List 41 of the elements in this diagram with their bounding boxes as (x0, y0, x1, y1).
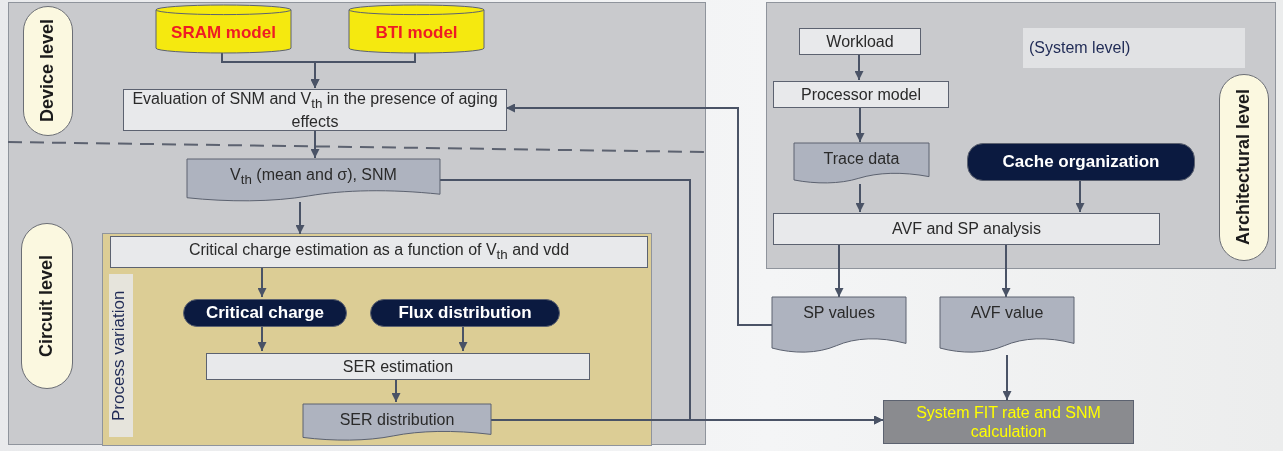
arrow (855, 183, 865, 213)
arrow (458, 324, 468, 352)
arrow (438, 179, 884, 425)
document-shape: V$_{th}$ (mean and σ), SNM (187, 159, 440, 203)
terminal-pill: Flux distribution (370, 299, 560, 327)
arrow (854, 53, 864, 81)
terminal-pill: Critical charge (183, 299, 347, 327)
process-box: SER estimation (206, 353, 590, 380)
document-shape: SER distribution (303, 404, 491, 442)
arrow (834, 243, 844, 298)
arrow (1075, 179, 1085, 213)
terminal-pill: Cache organization (967, 143, 1195, 181)
model-cylinder: SRAM model (156, 5, 291, 53)
arrow (310, 51, 416, 89)
document-shape: AVF value (940, 297, 1074, 355)
level-panel (766, 2, 1276, 269)
process-variation-panel (102, 233, 652, 446)
level-pill: Architectural level (1219, 74, 1269, 261)
process-box: Evaluation of SNM and V$_{th}$ in the presence of aging effects (123, 89, 507, 131)
panel-title: Process variation (109, 274, 133, 437)
result-box: System FIT rate and SNM calculation (883, 400, 1134, 444)
level-pill: Device level (23, 6, 73, 136)
arrow (310, 129, 320, 159)
system-level-tag: (System level) (1023, 28, 1245, 68)
arrow (257, 265, 267, 298)
arrow (257, 324, 267, 352)
document-shape: SP values (772, 297, 906, 355)
process-box: Processor model (773, 81, 949, 108)
arrow (1001, 243, 1011, 298)
arrow (855, 106, 865, 143)
process-box: Critical charge estimation as a function of V$_{th}$ and vdd (110, 236, 648, 268)
arrow (391, 377, 401, 403)
document-shape: Trace data (794, 143, 929, 185)
level-panel (8, 2, 706, 445)
arrow (505, 103, 773, 326)
level-pill: Circuit level (21, 223, 73, 389)
model-cylinder: BTI model (349, 5, 484, 53)
arrow (1002, 354, 1012, 401)
arrow (295, 201, 305, 235)
process-box: Workload (799, 28, 921, 55)
process-box: AVF and SP analysis (773, 213, 1160, 245)
